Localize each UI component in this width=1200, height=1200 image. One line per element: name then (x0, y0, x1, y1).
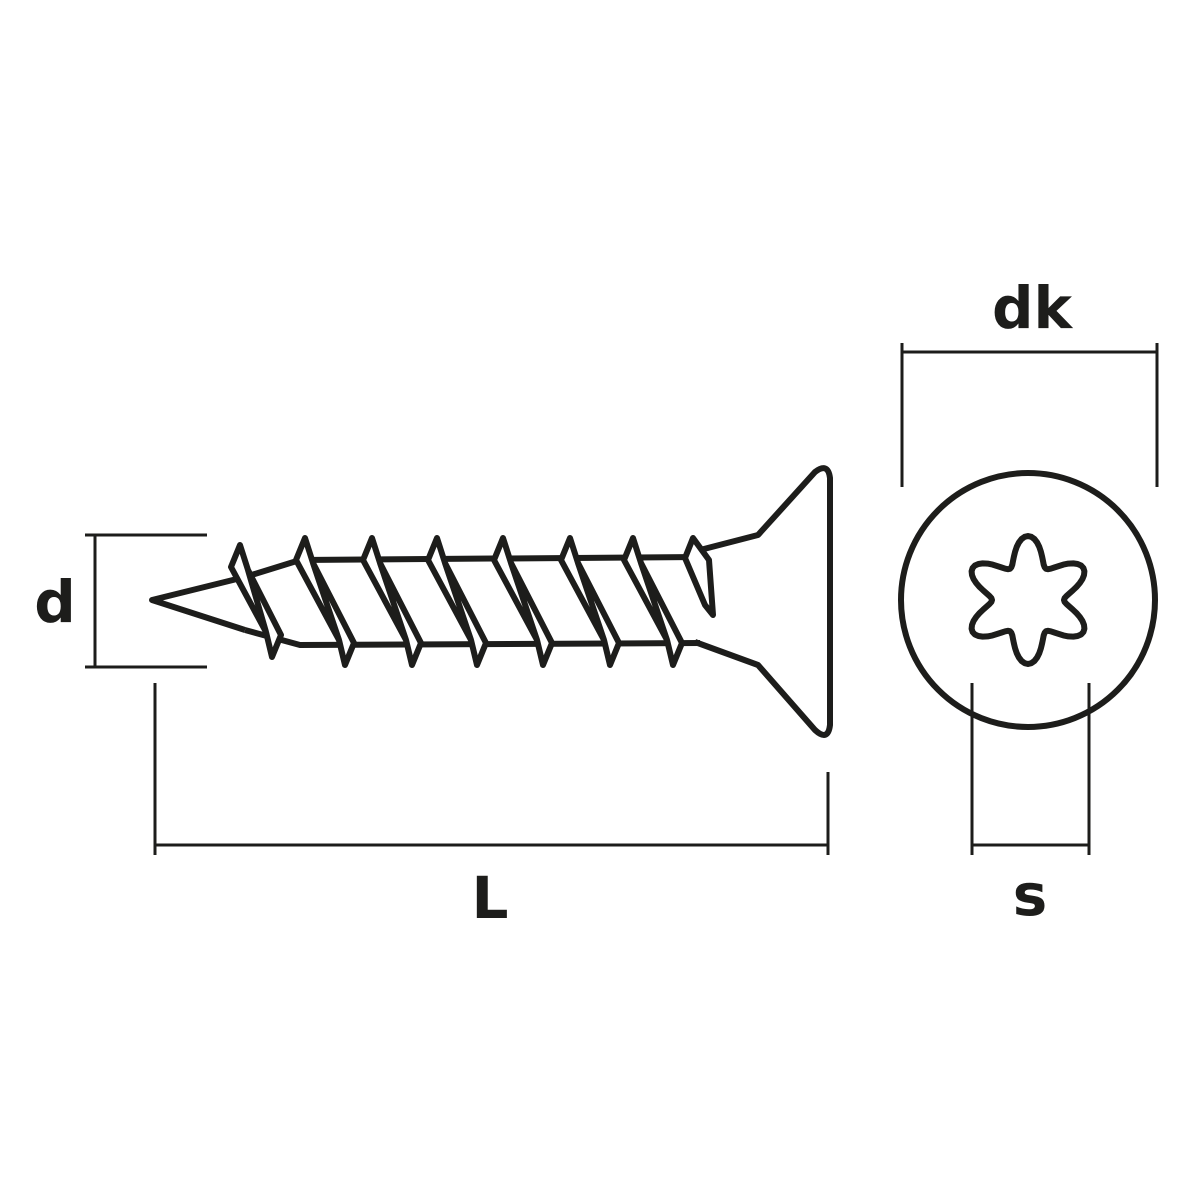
torx-star-icon (968, 533, 1088, 667)
thread (491, 535, 555, 668)
dimension-dk (900, 343, 1159, 487)
label-s: s (1013, 861, 1048, 929)
thread (682, 535, 716, 618)
thread (621, 535, 685, 668)
label-L: L (472, 864, 509, 932)
label-d: d (34, 568, 76, 636)
thread (293, 535, 357, 668)
dimension-d (85, 533, 207, 669)
screw-tip (149, 574, 246, 633)
label-dk: dk (992, 274, 1074, 342)
screw-side-view (149, 465, 833, 738)
thread (425, 535, 489, 668)
thread (360, 535, 424, 668)
screw-threads (228, 535, 716, 668)
dimension-L (153, 683, 830, 855)
thread (228, 542, 284, 660)
dimension-s (970, 683, 1091, 855)
screw-head (693, 465, 833, 738)
screw-head-top-view (898, 470, 1158, 730)
thread (558, 535, 622, 668)
